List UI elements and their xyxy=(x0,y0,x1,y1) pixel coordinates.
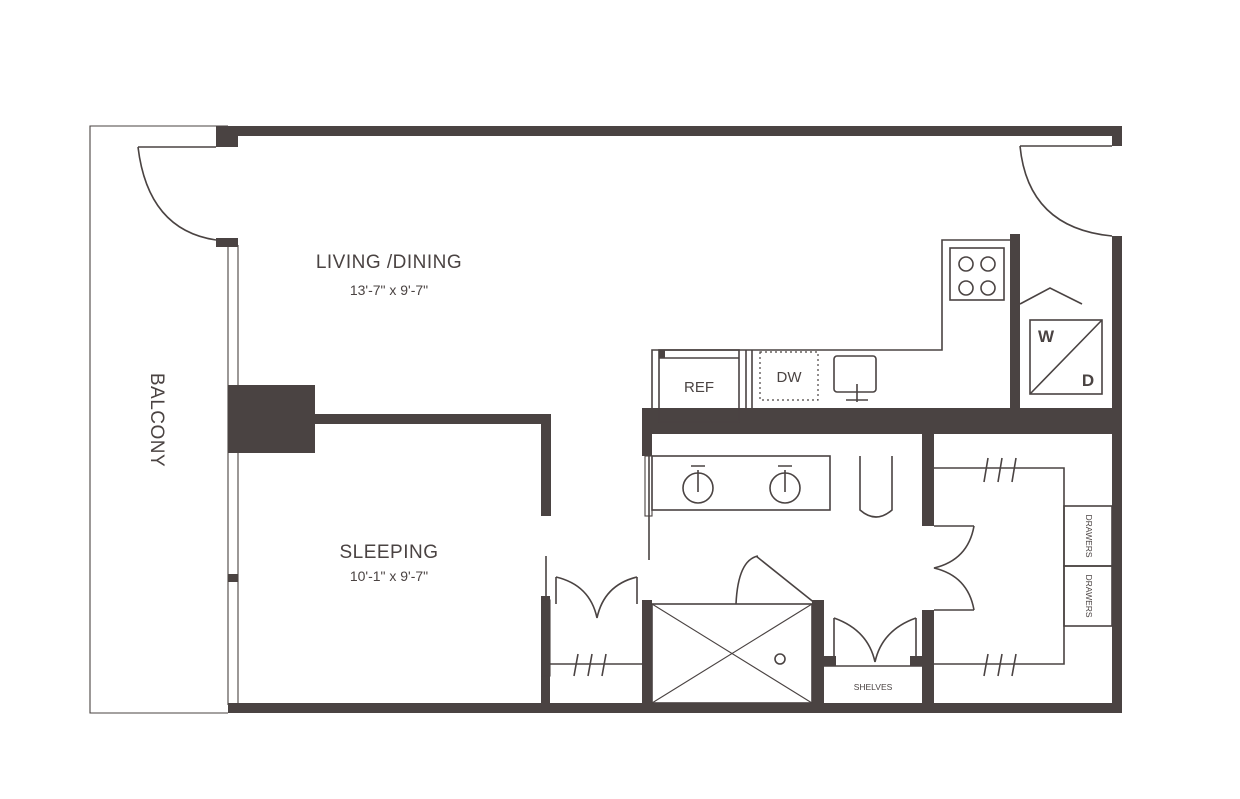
washer-dryer xyxy=(1019,287,1103,395)
toilet xyxy=(859,456,893,518)
entry-door-balcony xyxy=(137,146,217,241)
sleeping-closet-doors xyxy=(541,556,638,677)
kitchen-sink xyxy=(833,355,877,402)
interior-walls xyxy=(228,234,1120,708)
walk-in-closet xyxy=(934,457,1113,677)
shower xyxy=(651,603,813,704)
sleeping-room-dimensions: 10'-1" x 9'-7" xyxy=(350,568,428,584)
shelves-label: SHELVES xyxy=(854,682,893,692)
washer-label: W xyxy=(1038,327,1055,346)
living-room-dimensions: 13'-7" x 9'-7" xyxy=(350,282,428,298)
refrigerator xyxy=(658,349,740,423)
living-room-name: LIVING /DINING xyxy=(316,252,462,273)
dishwasher xyxy=(759,351,819,401)
entry-door-front xyxy=(1019,145,1113,237)
drawers-bottom-label: DRAWERS xyxy=(1084,574,1094,617)
balcony xyxy=(89,125,239,714)
shelves-closet-doors xyxy=(833,617,917,663)
kitchen-counter xyxy=(651,239,1010,408)
sleeping-room-name: SLEEPING xyxy=(339,542,438,563)
exterior-walls xyxy=(216,126,1122,713)
dryer-label: D xyxy=(1082,371,1094,390)
vanity xyxy=(651,455,831,511)
refrigerator-label: REF xyxy=(684,379,714,396)
walk-in-closet-doors xyxy=(933,525,975,611)
balcony-name: BALCONY xyxy=(146,373,167,467)
bath-door xyxy=(735,555,817,605)
cooktop xyxy=(949,247,1005,301)
sleeping-closet xyxy=(550,653,642,677)
drawers-top-label: DRAWERS xyxy=(1084,514,1094,557)
dishwasher-label: DW xyxy=(777,369,803,386)
